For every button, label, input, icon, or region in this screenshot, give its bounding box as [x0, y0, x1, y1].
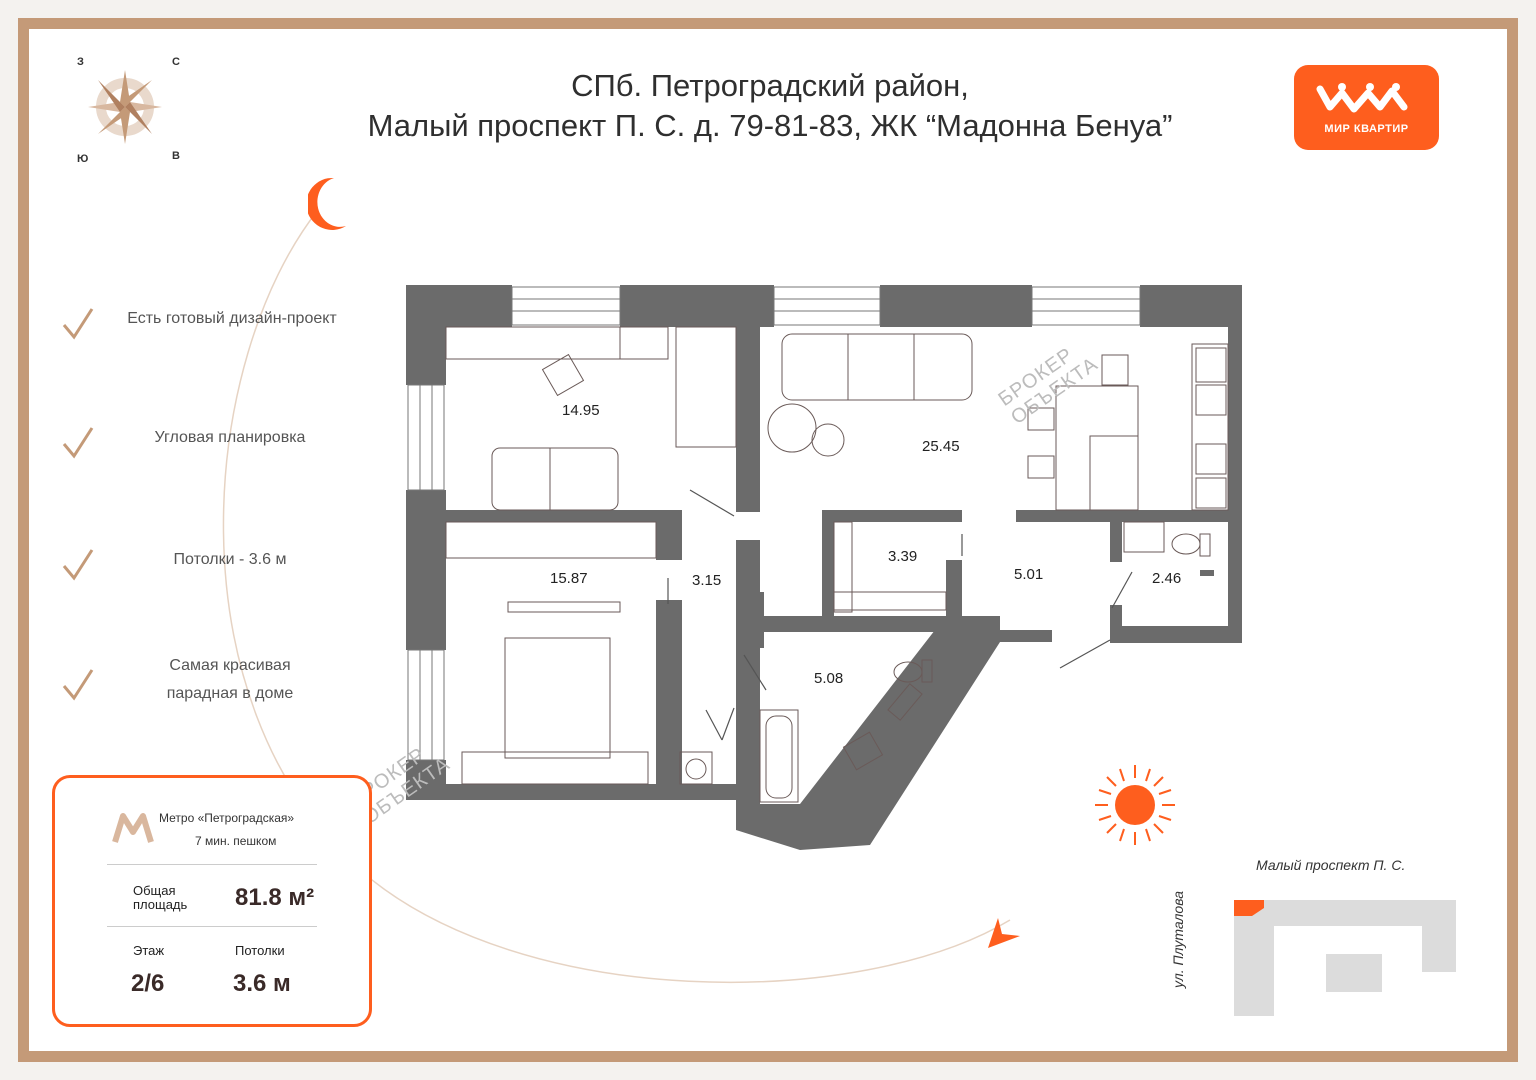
check-icon [62, 427, 94, 459]
feature-text: Потолки - 3.6 м [173, 551, 287, 568]
compass-east: В [172, 150, 180, 162]
feature-text: Самая красивая парадная в доме [166, 657, 294, 702]
compass-south: Ю [77, 153, 89, 165]
room-area-wc: 2.46 [1152, 570, 1182, 587]
room-area-bedroom-1: 14.95 [562, 402, 600, 419]
room-area-closet: 3.39 [888, 548, 918, 565]
metro-name: Метро «Петроградская» [159, 811, 295, 825]
room-area-bathroom: 5.08 [814, 670, 844, 687]
floor-label: Этаж [133, 943, 165, 958]
logo-text: МИР КВАРТИР [1324, 123, 1409, 135]
ceiling-value: 3.6 м [233, 970, 291, 997]
logo-mark-icon [1316, 83, 1408, 113]
area-value: 81.8 м² [235, 884, 315, 911]
feature-text: Есть готовый дизайн-проект [127, 310, 337, 327]
location-map [1234, 900, 1456, 1016]
street-label-vertical: ул. Плуталова [1170, 890, 1186, 988]
metro-icon [112, 813, 154, 843]
feature-text: Угловая планировка [154, 429, 306, 446]
room-area-bedroom-2: 15.87 [550, 570, 588, 587]
compass-icon [88, 70, 162, 144]
check-icon [62, 308, 94, 340]
ceiling-label: Потолки [235, 943, 285, 958]
compass-west: З [77, 56, 84, 68]
compass-north: С [172, 56, 180, 68]
check-icon [62, 669, 94, 701]
sun-icon [1095, 765, 1175, 845]
title-line-2: Малый проспект П. С. д. 79-81-83, ЖК “Ма… [367, 108, 1173, 143]
page-title: СПб. Петроградский район, Малый проспект… [240, 66, 1300, 146]
room-area-corridor: 3.15 [692, 572, 722, 589]
frame-border [26, 26, 1510, 1054]
check-icon [62, 549, 94, 581]
room-area-hall: 5.01 [1014, 566, 1044, 583]
arrow-icon [988, 918, 1020, 948]
street-label-horizontal: Малый проспект П. С. [1256, 857, 1406, 873]
title-line-1: СПб. Петроградский район, [571, 68, 969, 103]
divider [107, 926, 317, 927]
info-card: Метро «Петроградская» 7 мин. пешком Обща… [52, 775, 372, 1027]
metro-walk-time: 7 мин. пешком [195, 834, 277, 848]
floor-value: 2/6 [131, 970, 165, 997]
divider [107, 864, 317, 865]
area-label: Общая площадь [133, 883, 188, 912]
room-area-living-kitchen: 25.45 [922, 438, 960, 455]
brand-logo: МИР КВАРТИР [1294, 65, 1439, 150]
moon-icon [308, 177, 346, 230]
